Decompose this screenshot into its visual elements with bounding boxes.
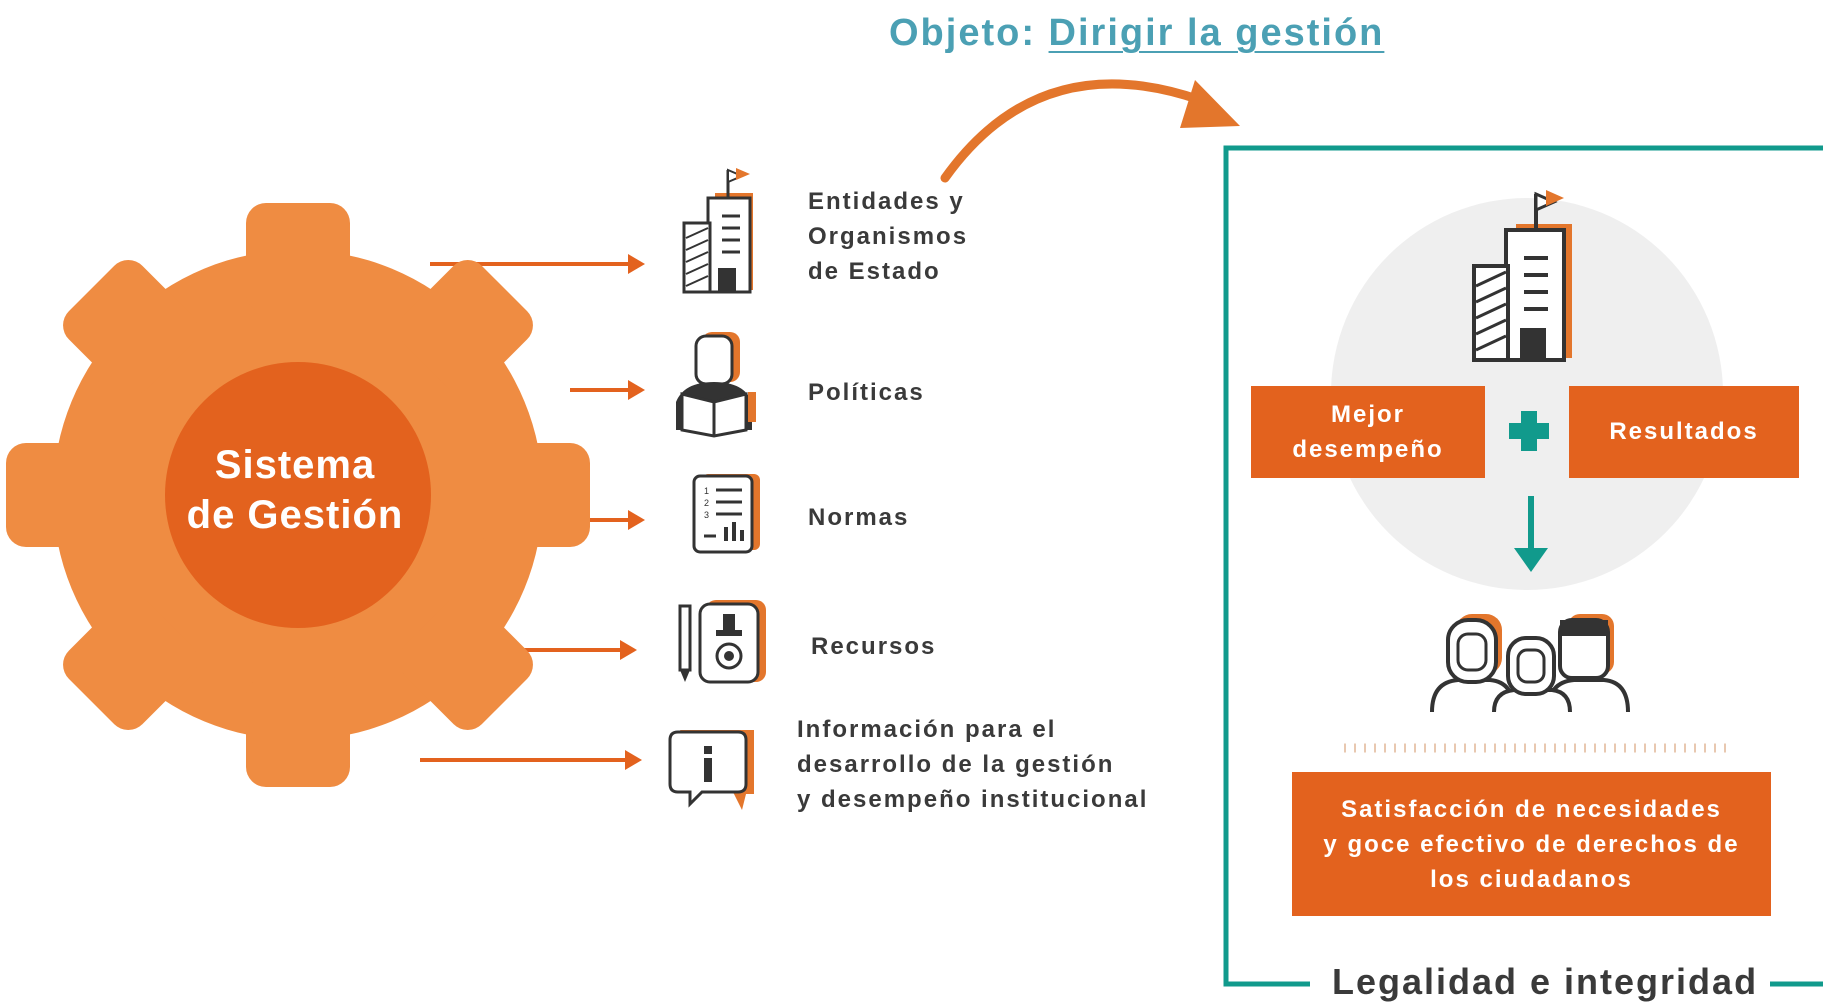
svg-text:3: 3: [704, 510, 709, 520]
building-icon: [682, 168, 753, 294]
svg-text:1: 1: [704, 486, 709, 496]
arrowhead-recursos: [620, 640, 637, 660]
backdrop-circle: [1331, 198, 1723, 590]
arrowhead-informacion: [625, 750, 642, 770]
frame-footer-label: Legalidad e integridad: [1320, 962, 1771, 1002]
gear-icon: [6, 203, 590, 787]
reader-icon: [676, 332, 756, 438]
large-building-icon: [1472, 190, 1572, 362]
down-arrow: [1514, 496, 1548, 572]
svg-text:2: 2: [704, 498, 709, 508]
arrowhead-politicas: [628, 380, 645, 400]
title-prefix: Objeto:: [889, 12, 1049, 54]
arrowhead-normas: [628, 510, 645, 530]
box-satisfaccion: Satisfacción de necesidades y goce efect…: [1292, 772, 1771, 916]
item-label-informacion: Información para el desarrollo de la ges…: [797, 716, 1149, 813]
gear-center: [165, 362, 431, 628]
citizens-icon: [1430, 614, 1630, 713]
box-resultados: Resultados: [1569, 386, 1799, 478]
item-label-recursos: Recursos: [811, 633, 937, 660]
info-icon: [668, 730, 754, 810]
gear-label: Sistema de Gestión: [186, 443, 404, 537]
item-label-politicas: Políticas: [808, 379, 925, 406]
item-label-normas: Normas: [808, 504, 910, 531]
item-label-entidades: Entidades y Organismos de Estado: [808, 188, 969, 285]
page-title: Objeto: Dirigir la gestión: [889, 12, 1384, 55]
stamp-icon: [678, 600, 766, 684]
document-icon: 1 2 3: [692, 474, 760, 554]
arrowhead-entidades: [628, 254, 645, 274]
title-link[interactable]: Dirigir la gestión: [1048, 12, 1385, 54]
box-mejor-desempeno: Mejor desempeño: [1251, 386, 1485, 478]
curved-arrow: [940, 79, 1240, 183]
plus-icon: [1509, 411, 1549, 451]
